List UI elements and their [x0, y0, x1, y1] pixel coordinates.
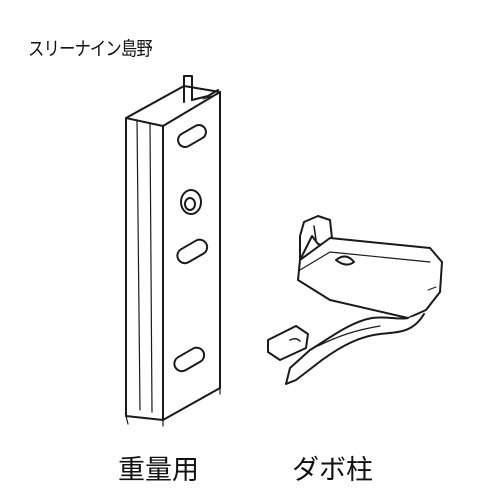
- heavy-duty-upright-post-icon: [125, 75, 221, 427]
- dowel-bracket-icon: [267, 215, 443, 385]
- caption-heavy-duty: 重量用: [118, 455, 199, 486]
- caption-dowel-post: ダボ柱: [292, 455, 373, 486]
- brand-label: スリーナイン島野: [28, 38, 153, 60]
